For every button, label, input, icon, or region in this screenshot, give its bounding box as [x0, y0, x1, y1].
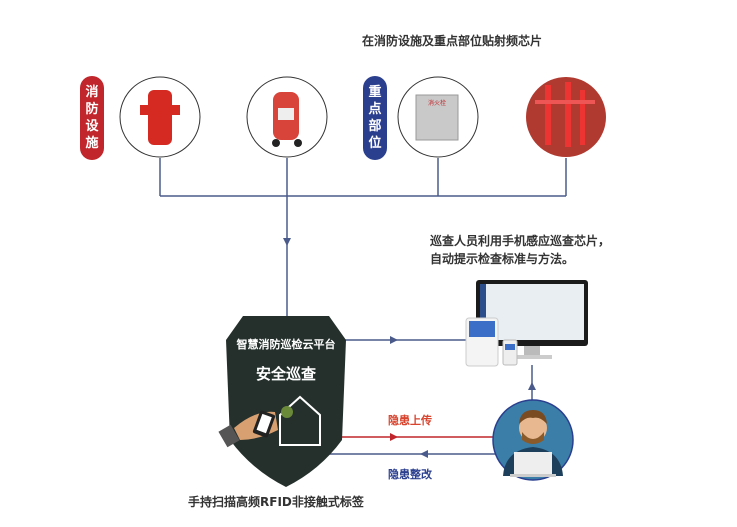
monitor-image — [465, 280, 588, 367]
platform-subtitle: 安全巡查 — [255, 365, 316, 383]
arrow-left-icon — [420, 450, 428, 458]
fire-cabinet-image: 消火栓 — [397, 76, 479, 158]
fire-hydrant-image — [119, 76, 201, 158]
key-areas-label: 重点部位 — [363, 76, 387, 160]
hand-phone-icon — [218, 406, 293, 448]
hazard-upload-label: 隐患上传 — [388, 414, 432, 427]
arrow-right-icon — [390, 336, 398, 344]
shield-platform — [218, 316, 346, 487]
patrol-caption-line1: 巡查人员利用手机感应巡查芯片， — [430, 234, 611, 248]
arrow-up-icon — [528, 382, 536, 390]
patrol-person-image — [492, 399, 574, 481]
platform-title: 智慧消防巡检云平台 — [236, 338, 336, 351]
hazard-rectify-label: 隐患整改 — [388, 468, 432, 481]
connector-lines — [159, 158, 567, 455]
svg-text:消火栓: 消火栓 — [428, 99, 446, 107]
top-caption: 在消防设施及重点部位贴射频芯片 — [362, 34, 543, 48]
pump-room-image — [526, 77, 606, 157]
fire-facilities-label: 消防设施 — [80, 76, 104, 160]
patrol-caption-line2: 自动提示检查标准与方法。 — [430, 252, 575, 266]
arrow-right-red-icon — [390, 433, 398, 441]
bottom-caption: 手持扫描高频RFID非接触式标签 — [188, 495, 364, 509]
fire-extinguisher-image — [246, 76, 328, 158]
arrow-down-icon — [283, 238, 291, 246]
